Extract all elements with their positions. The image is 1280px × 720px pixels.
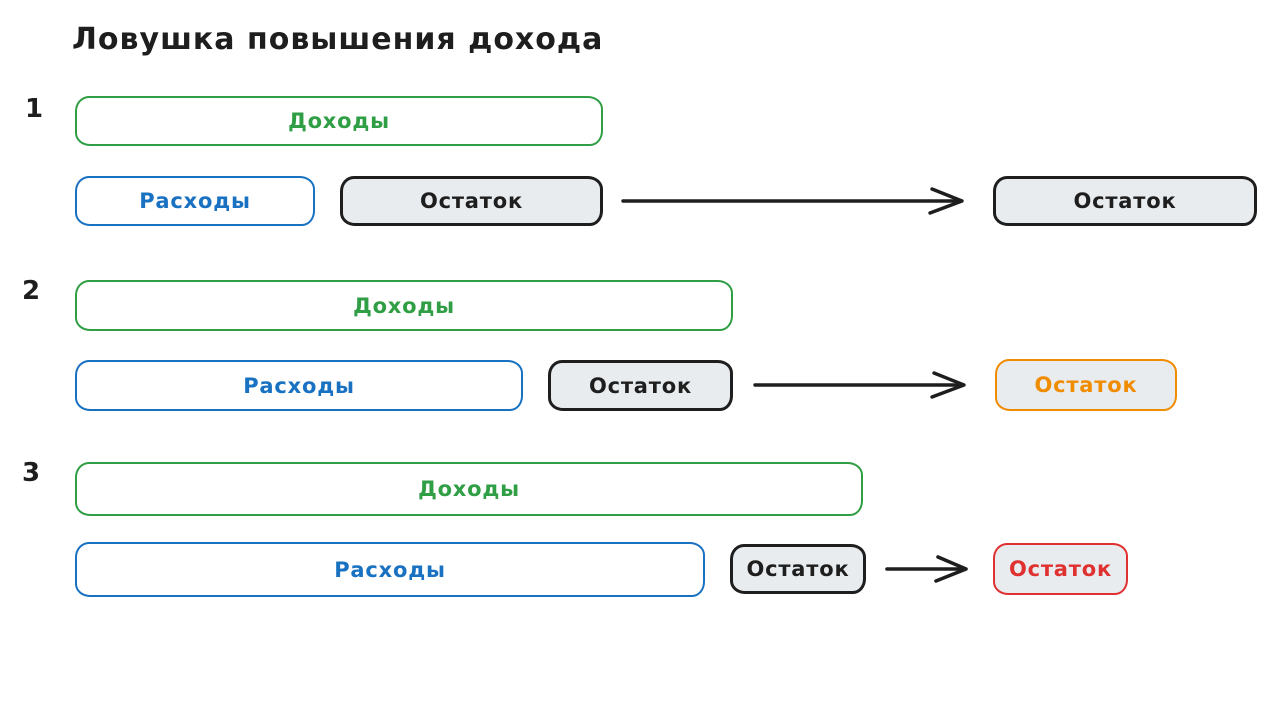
row-2-expenses-box: Расходы <box>75 360 523 411</box>
row-1-income-box: Доходы <box>75 96 603 146</box>
row-3-result-label: Остаток <box>1008 557 1113 581</box>
row-1-remainder-label: Остаток <box>419 189 524 213</box>
row-1-result-box: Остаток <box>993 176 1257 226</box>
row-2-income-label: Доходы <box>353 293 455 318</box>
diagram-title: Ловушка повышения дохода <box>72 22 604 57</box>
row-3-number: 3 <box>22 458 41 488</box>
row-1-remainder-box: Остаток <box>340 176 603 226</box>
row-2-result-label: Остаток <box>1034 373 1138 397</box>
row-1-result-label: Остаток <box>1073 189 1177 213</box>
row-2-remainder-box: Остаток <box>548 360 733 411</box>
row-3-income-box: Доходы <box>75 462 863 516</box>
row-2-number: 2 <box>22 276 41 306</box>
row-1-expenses-label: Расходы <box>139 189 251 213</box>
row-3-remainder-box: Остаток <box>730 544 866 594</box>
row-2-expenses-label: Расходы <box>243 373 355 398</box>
row-2-income-box: Доходы <box>75 280 733 331</box>
row-2-arrow-icon <box>752 370 974 400</box>
row-1-income-label: Доходы <box>288 109 390 133</box>
row-1-expenses-box: Расходы <box>75 176 315 226</box>
row-3-expenses-label: Расходы <box>334 557 446 582</box>
row-3-remainder-label: Остаток <box>746 557 850 581</box>
row-3-income-label: Доходы <box>418 477 520 501</box>
row-2-result-box: Остаток <box>995 359 1177 411</box>
row-1-number: 1 <box>25 94 44 124</box>
row-3-expenses-box: Расходы <box>75 542 705 597</box>
row-2-remainder-label: Остаток <box>588 373 693 398</box>
row-3-result-box: Остаток <box>993 543 1128 595</box>
row-1-arrow-icon <box>620 186 972 216</box>
row-3-arrow-icon <box>884 554 974 584</box>
